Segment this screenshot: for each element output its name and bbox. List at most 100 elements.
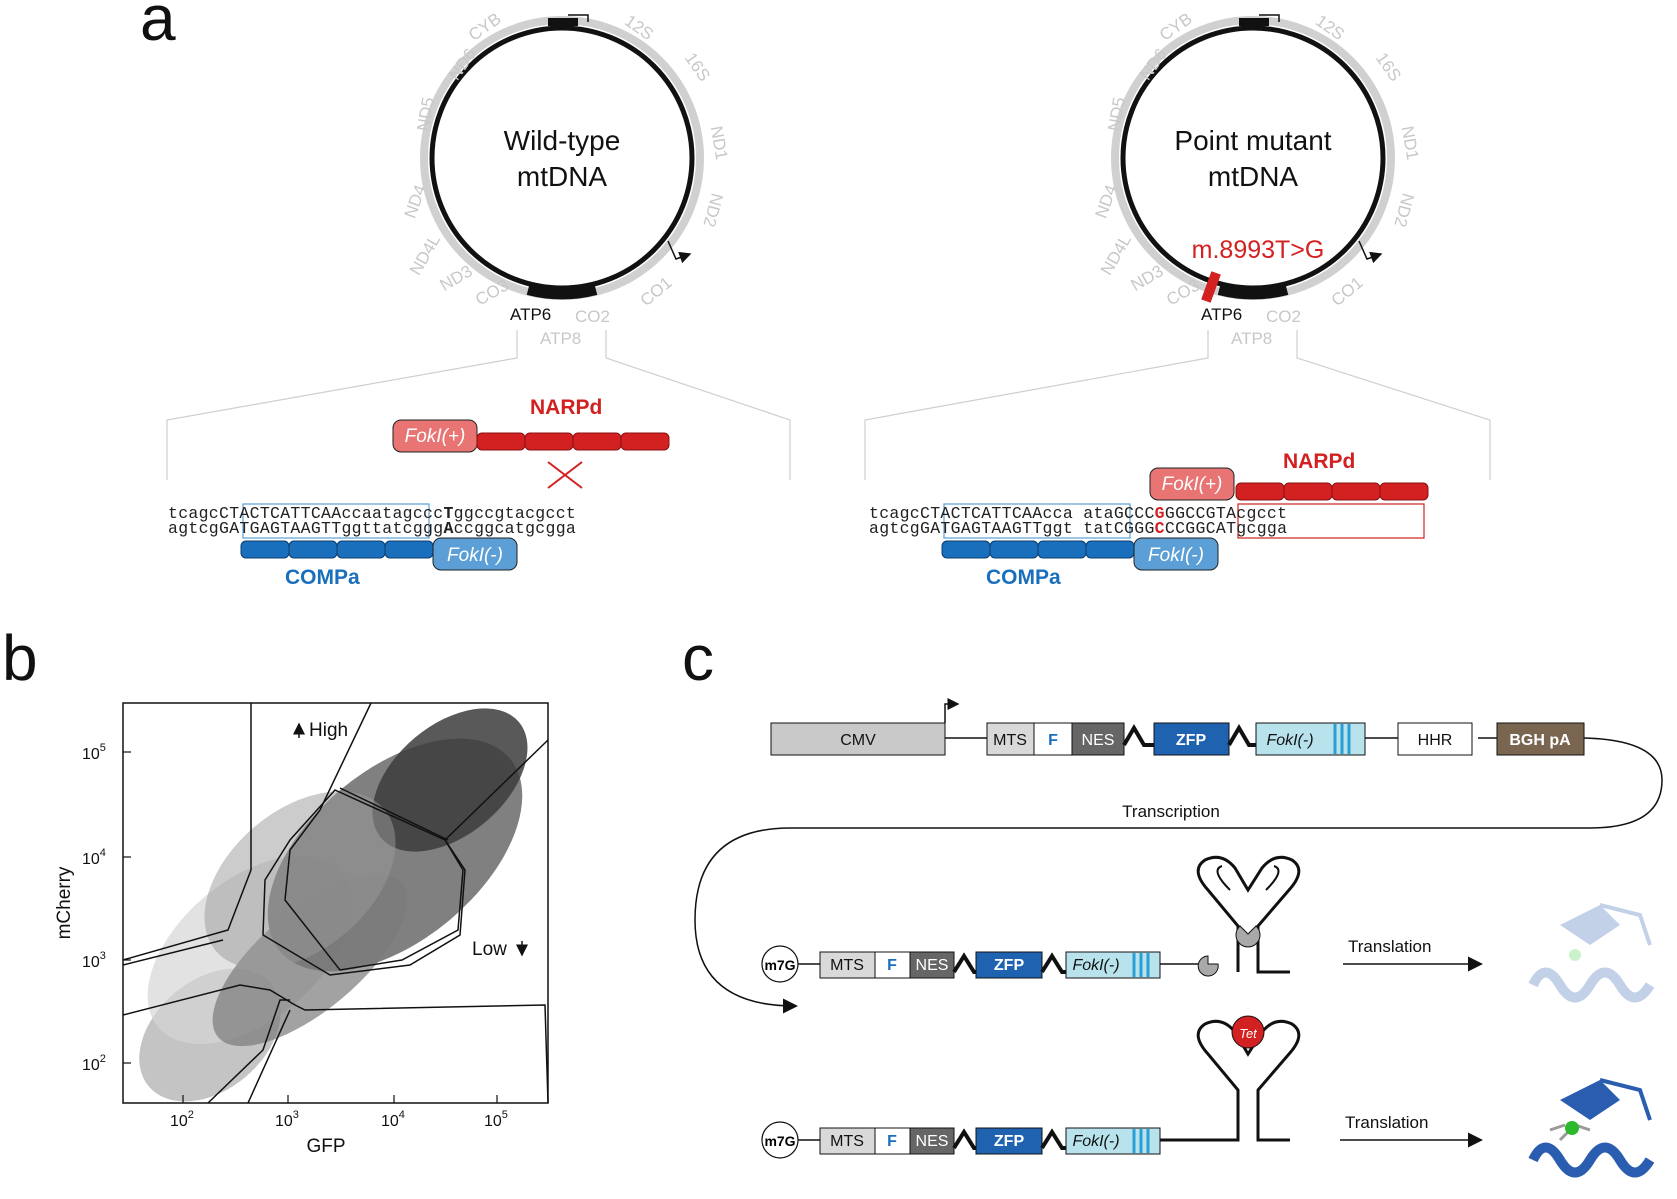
compa-label: COMPa [986, 566, 1061, 589]
high-label: High [309, 720, 348, 741]
promoter-arrow-icon-2 [1358, 240, 1383, 264]
cleaved-fragment-icon [1197, 955, 1219, 977]
zfp-label: ZFP [1176, 732, 1207, 749]
nes-label: NES [916, 957, 949, 974]
fokl-block [1065, 1127, 1161, 1155]
wildtype-sequence-block: NARPd FokI(+) tcagcCTACTCATTCAAccaatagcc… [168, 396, 670, 589]
gate-divider [339, 787, 449, 841]
gene-label: ND4 [1091, 182, 1120, 220]
linker-icon [1122, 724, 1154, 747]
linker-icon [952, 952, 976, 974]
gene-label: CO2 [1266, 307, 1301, 326]
x-tick-label: 105 [484, 1109, 508, 1130]
no-binding-cross-icon [547, 461, 583, 489]
fokl-plus-label: FokI(+) [405, 426, 466, 447]
gene-label: ATP8 [1231, 329, 1272, 348]
promoter-arrow-icon [568, 14, 589, 22]
flow-cytometry-plot: High Low 102 103 104 105 102 103 104 105… [54, 702, 549, 1157]
center-label-line1: Point mutant [1174, 125, 1331, 156]
flag-label: F [1048, 732, 1058, 749]
nes-label: NES [1082, 732, 1115, 749]
nes-block [1071, 722, 1125, 756]
linker-icon [1227, 724, 1256, 747]
nes-block [909, 1127, 955, 1155]
x-ticks [182, 1095, 498, 1103]
gene-label: ND1 [1398, 125, 1423, 162]
mts-label: MTS [993, 732, 1027, 749]
cmv-promoter [770, 722, 946, 756]
bgh-block [1496, 722, 1585, 756]
gene-label: ND2 [699, 191, 726, 229]
translation-label: Translation [1348, 937, 1431, 956]
tetracycline-icon [1231, 1015, 1265, 1049]
mutation-label: m.8993T>G [1192, 236, 1325, 264]
gate-diag [122, 939, 224, 966]
center-label-line2: mtDNA [1208, 161, 1299, 192]
fokl-plus-label: FokI(+) [1162, 474, 1223, 495]
mts-label: MTS [830, 957, 864, 974]
zfp-block [975, 1127, 1043, 1155]
zoom-lines [166, 330, 1491, 480]
nes-label: NES [916, 1133, 949, 1150]
cleavage-site-icon [1235, 925, 1261, 948]
atp6-highlight [526, 285, 598, 300]
panel-letter-a: a [140, 0, 176, 54]
gene-label: CO1 [1328, 273, 1367, 310]
y-ticks [123, 751, 131, 1064]
high-gate-label: High [293, 720, 348, 741]
compa-target-box [242, 503, 430, 539]
mts-label: MTS [830, 1133, 864, 1150]
flag-label: F [887, 957, 897, 974]
gene-label: ATP8 [540, 329, 581, 348]
center-label-line2: mtDNA [517, 161, 608, 192]
y-tick-label: 105 [82, 742, 106, 763]
gate-upper [284, 702, 549, 971]
narpd-label: NARPd [530, 396, 602, 419]
gate-low [122, 984, 549, 1104]
fokl-minus-domain [432, 537, 518, 571]
mutation-marker [1201, 271, 1221, 303]
protein-icon [1528, 1078, 1655, 1178]
promoter-arrow-icon-2 [667, 240, 692, 264]
y-tick-label: 102 [82, 1053, 106, 1074]
fokl-block [1065, 951, 1161, 979]
mtdna-circle [1120, 25, 1386, 291]
zfp-block [1153, 722, 1230, 756]
linker-icon [1040, 1128, 1066, 1150]
gate-high [122, 703, 252, 961]
fokl-plus-domain [1149, 467, 1235, 501]
low-label: Low [472, 939, 507, 960]
x-tick-label: 103 [275, 1109, 299, 1130]
mts-block [819, 1127, 876, 1155]
nes-block [909, 951, 955, 979]
x-axis-label: GFP [306, 1136, 345, 1157]
mts-block [986, 722, 1035, 756]
gate-left [207, 999, 290, 1104]
fokl-mutation-stripes [1333, 724, 1351, 754]
cmv-label: CMV [840, 732, 876, 749]
hhr-ribozyme-icon [1196, 855, 1301, 974]
flag-label: F [887, 1133, 897, 1150]
gene-label-atp6: ATP6 [510, 305, 551, 324]
gene-label: CO2 [575, 307, 610, 326]
mutant-bottom-strand: agtcgGATGAGTAAGTTggt tatCGGGCCCGGCATgcgg… [869, 519, 1287, 538]
fokl-mutation-stripes [1132, 1129, 1150, 1153]
compa-zinc-fingers [240, 540, 434, 559]
scatter-cloud-dark [204, 708, 528, 1047]
fokl-block [1255, 722, 1366, 756]
zfp-block [975, 951, 1043, 979]
hhr-block [1397, 722, 1473, 756]
gene-label: ND4 [400, 182, 429, 220]
hhr-label: HHR [1418, 732, 1453, 749]
panel-letter-c: c [682, 622, 714, 694]
compa-label: COMPa [285, 566, 360, 589]
atp6-highlight [1217, 285, 1289, 300]
dna-construct: CMV MTS F NES ZFP FokI(-) HHR BGH pA [770, 698, 1585, 756]
gene-label-atp6: ATP6 [1201, 305, 1242, 324]
cap-label: m7G [764, 1133, 795, 1149]
narpd-target-box [1237, 503, 1425, 539]
fokl-minus-label: FokI(-) [1148, 545, 1204, 566]
wildtype-mtdna-map: Wild-type mtDNA CYB 12S 16S ND1 ND2 CO1 … [400, 9, 731, 348]
gene-label: ND2 [1390, 191, 1417, 229]
